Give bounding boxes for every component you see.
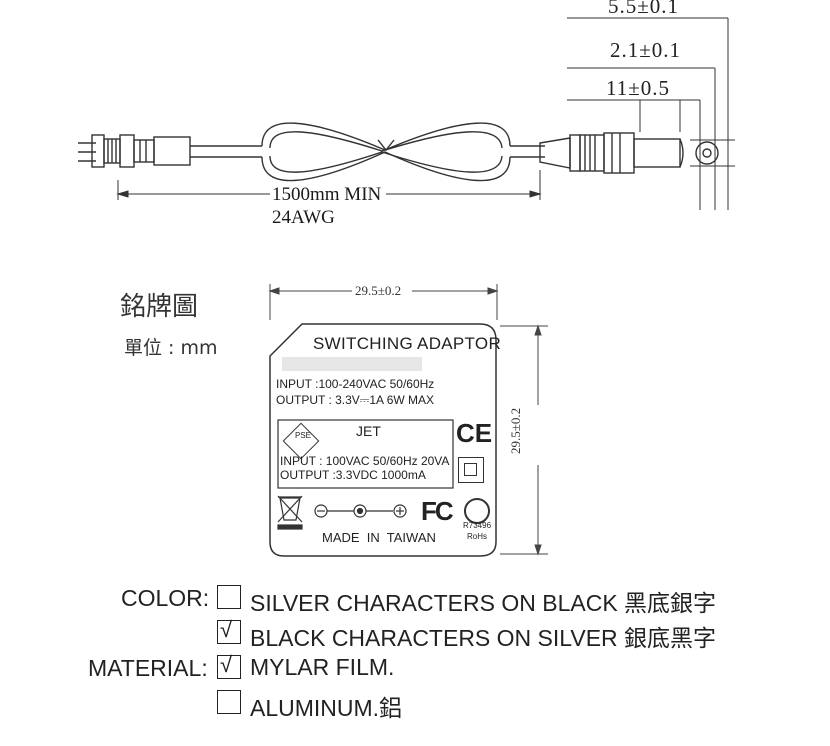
material-option-aluminum: ALUMINUM.鋁 [250,695,403,721]
cert-number: R73496 [463,521,492,530]
double-insulation-icon [458,457,484,483]
cable-loop [261,122,511,182]
polarity-symbols [277,495,407,530]
weee-bin-icon [277,495,303,530]
color-label: COLOR: [121,585,210,611]
pse-label: PSE [294,431,311,440]
left-plug-icon [78,134,191,168]
plate-title: SWITCHING ADAPTOR [313,334,502,353]
color-silver-checkbox[interactable] [217,585,241,609]
jet-label: JET [356,423,381,439]
nameplate-heading: 銘牌圖 [120,292,199,322]
plate-output: OUTPUT : 3.3V⎓1A 6W MAX [276,393,435,407]
redacted-model-bar [282,357,422,371]
color-option-black-on-silver: BLACK CHARACTERS ON SILVER 銀底黑字 [250,625,717,651]
material-mylar-checkbox[interactable]: √ [217,652,241,679]
color-black-check-mark: √ [220,617,233,642]
dim-5-5-label: 5.5±0.1 [608,0,680,18]
dim-2-1-label: 2.1±0.1 [610,38,682,62]
connector-end-view-icon [695,141,719,165]
material-option-mylar: MYLAR FILM. [250,654,395,680]
cable-length-label: 1500mm MIN [272,184,382,205]
color-black-checkbox[interactable]: √ [217,617,241,644]
bsmi-mark-icon [464,498,490,524]
dim-11-label: 11±0.5 [606,76,670,100]
plate-input: INPUT :100-240VAC 50/60Hz [276,377,435,391]
color-option-silver-on-black: SILVER CHARACTERS ON BLACK 黑底銀字 [250,590,717,616]
polarity-center-positive-icon [314,504,407,518]
unit-label: 單位 : mm [124,337,218,359]
cable-drawing [78,17,735,210]
material-label: MATERIAL: [88,655,208,681]
material-mylar-check-mark: √ [220,652,233,677]
ce-mark-icon: CE [456,418,493,448]
nameplate-outline [269,323,497,557]
made-in-label: MADE IN TAIWAN [322,530,436,545]
plate-width-dim: 29.5±0.2 [355,283,402,298]
plate-height-dim: 29.5±0.2 [508,407,523,454]
fcc-mark-icon: FC [421,496,454,526]
material-aluminum-checkbox[interactable] [217,690,241,714]
nameplate-dimension-lines [268,284,548,556]
dc-plug-icon [539,132,684,174]
jet-output: OUTPUT :3.3VDC 1000mA [280,468,426,482]
rohs-label: RoHs [467,532,488,541]
cable-gauge-label: 24AWG [272,207,335,228]
jet-input: INPUT : 100VAC 50/60Hz 20VA [280,454,450,468]
